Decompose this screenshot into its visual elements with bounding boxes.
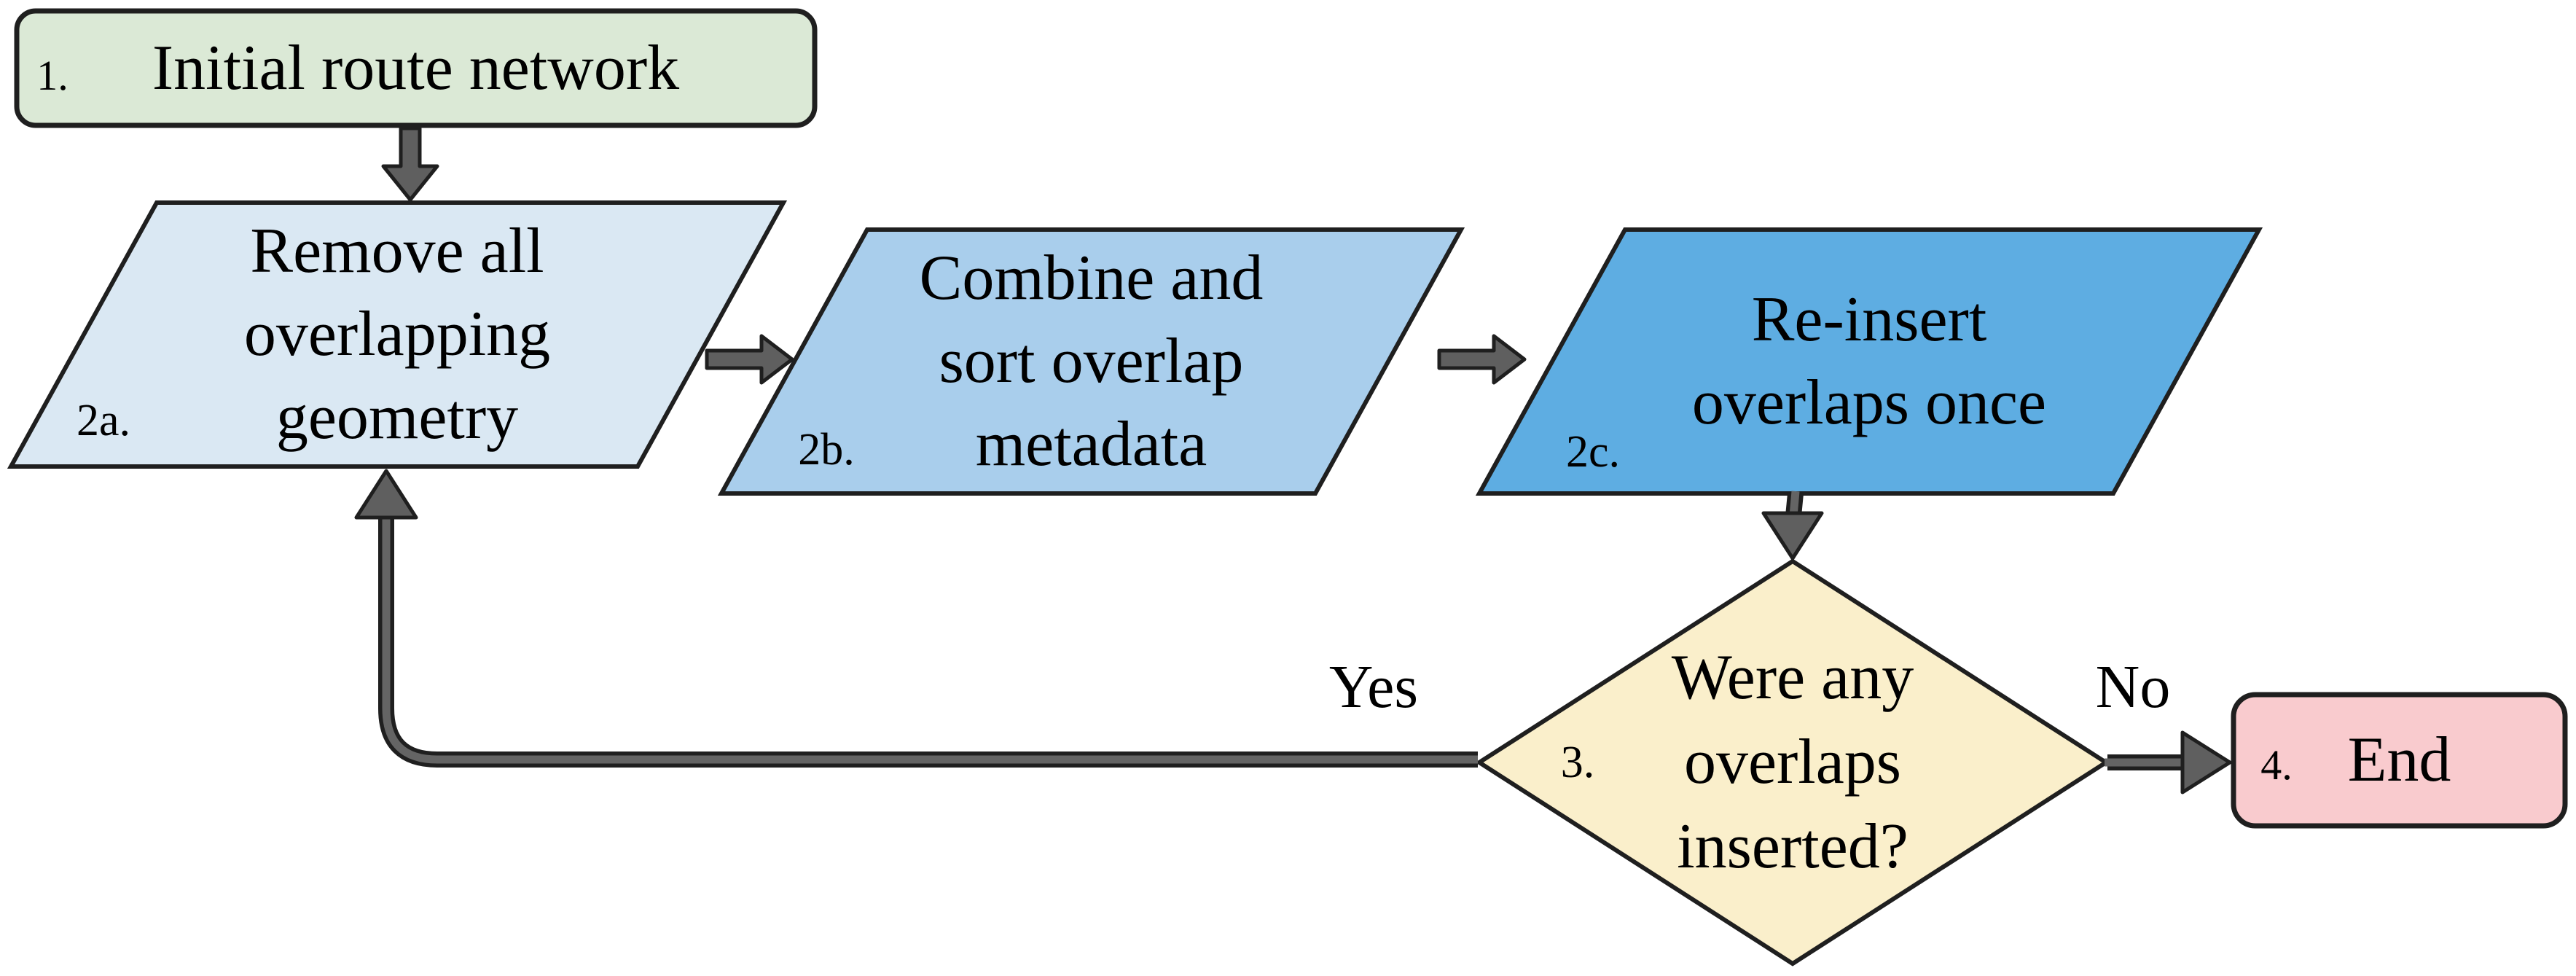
node-end-shape (2231, 692, 2568, 829)
node-step2c-shape (1475, 227, 2263, 496)
edge-step2c-to-decision (1761, 491, 1824, 561)
edge-decision-to-step2a-loop (354, 469, 1478, 768)
arrowhead-down-icon (1761, 511, 1824, 561)
arrowhead-up-icon (354, 469, 418, 520)
arrow-start-to-step2a-icon (381, 126, 439, 202)
edge-decision-to-end (2105, 730, 2232, 795)
node-step2b-shape (717, 227, 1465, 496)
node-decision-shape (1475, 558, 2110, 967)
arrow-step2b-to-step2c-icon (1437, 334, 1527, 385)
arrow-step2a-to-step2b-icon (705, 334, 794, 385)
arrowhead-right-icon (2180, 730, 2232, 795)
node-step2a-shape (7, 200, 788, 469)
node-start-shape (14, 8, 818, 128)
